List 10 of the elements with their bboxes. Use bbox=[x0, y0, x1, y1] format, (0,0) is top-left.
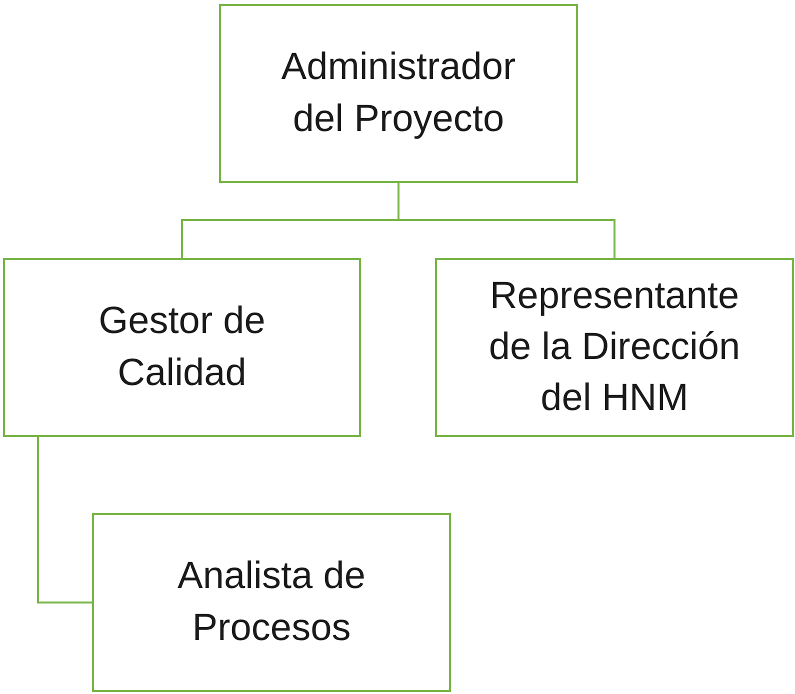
role-title: Analista de Procesos bbox=[176, 554, 366, 650]
role-box bbox=[92, 513, 451, 692]
role-title: Administrador del Proyecto bbox=[280, 45, 517, 142]
connector-line bbox=[37, 437, 92, 604]
connector-line bbox=[398, 183, 616, 258]
role-title: Gestor de Calidad bbox=[98, 299, 266, 396]
role-box bbox=[435, 258, 794, 437]
role-title: Representante de la Dirección del HNM bbox=[488, 274, 742, 422]
role-box bbox=[3, 258, 361, 437]
role-box bbox=[219, 4, 578, 183]
